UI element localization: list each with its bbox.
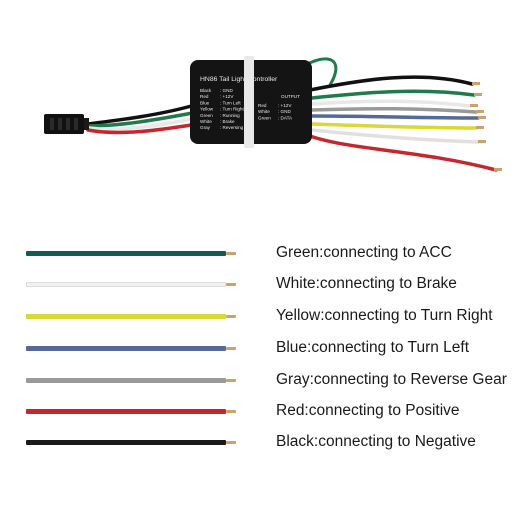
legend-row-black: Black:connecting to Negative xyxy=(26,432,516,452)
controller-box: HN86 Tail Light Controller Black: GNDRed… xyxy=(190,56,312,148)
input-pin-color-6: Gray xyxy=(200,125,211,130)
legend-label-blue: Blue:connecting to Turn Left xyxy=(276,339,470,356)
wire-tip xyxy=(226,347,236,350)
controller-output-pins: Red : +12V White : GND Green : DATA xyxy=(258,103,293,120)
green-wire-swatch xyxy=(26,251,226,256)
wire-tip xyxy=(226,283,236,286)
wire-tip xyxy=(226,315,236,318)
input-pin-function-1: : +12V xyxy=(220,94,234,99)
black-wire-swatch xyxy=(26,440,226,445)
legend-row-white: White:connecting to Brake xyxy=(26,274,516,294)
red-wire-swatch xyxy=(26,409,226,414)
wire-tip xyxy=(226,410,236,413)
controller-input-pins: Black : GND Red : +12V Blue : Turn LeftYellow… xyxy=(200,88,244,130)
output-pin-function-1: : GND xyxy=(278,109,291,114)
legend-label-yellow: Yellow:connecting to Turn Right xyxy=(276,307,493,324)
input-pin-function-0: : GND xyxy=(220,88,233,93)
input-pin-function-5: : Brake xyxy=(220,119,235,124)
input-pin-color-1: Red xyxy=(200,94,209,99)
legend-row-red: Red:connecting to Positive xyxy=(26,401,516,421)
output-pin-color-0: Red xyxy=(258,103,267,108)
legend-row-gray: Gray:connecting to Reverse Gear xyxy=(26,370,516,390)
input-pin-color-5: White xyxy=(200,119,212,124)
input-pin-function-3: : Turn Right xyxy=(220,107,244,112)
input-pin-color-4: Green xyxy=(200,113,213,118)
input-pin-color-3: Yellow xyxy=(200,107,214,112)
controller-title: HN86 Tail Light Controller xyxy=(200,76,278,83)
controller-output-heading: OUTPUT xyxy=(281,94,300,99)
input-pin-color-2: Blue xyxy=(200,100,210,105)
legend-label-red: Red:connecting to Positive xyxy=(276,402,460,419)
legend-label-black: Black:connecting to Negative xyxy=(276,433,476,450)
wire-tip xyxy=(226,252,236,255)
legend-label-green: Green:connecting to ACC xyxy=(276,244,452,261)
input-pin-function-6: : Reversing xyxy=(220,125,244,130)
legend-row-blue: Blue:connecting to Turn Left xyxy=(26,338,516,358)
output-pin-color-2: Green xyxy=(258,115,271,120)
legend-row-green: Green:connecting to ACC xyxy=(26,243,516,263)
left-wire-harness xyxy=(86,103,200,135)
right-wire-bundle xyxy=(308,75,498,172)
product-photo: HN86 Tail Light Controller Black: GNDRed… xyxy=(44,56,502,172)
input-pin-function-4: : Running xyxy=(220,113,240,118)
legend-label-white: White:connecting to Brake xyxy=(276,275,457,292)
gray-wire-swatch xyxy=(26,378,226,383)
input-pin-function-2: : Turn Left xyxy=(220,100,241,105)
legend-label-gray: Gray:connecting to Reverse Gear xyxy=(276,371,507,388)
output-pin-function-2: : DATA xyxy=(278,115,293,120)
connector-plug xyxy=(44,114,89,134)
input-pin-color-0: Black xyxy=(200,88,212,93)
output-pin-function-0: : +12V xyxy=(278,103,292,108)
yellow-wire-swatch xyxy=(26,314,226,319)
wire-tips xyxy=(470,82,502,171)
wire-tip xyxy=(226,379,236,382)
white-wire-swatch xyxy=(26,282,226,287)
output-pin-color-1: White xyxy=(258,109,270,114)
wire-tip xyxy=(226,441,236,444)
blue-wire-swatch xyxy=(26,346,226,351)
legend-row-yellow: Yellow:connecting to Turn Right xyxy=(26,306,516,326)
